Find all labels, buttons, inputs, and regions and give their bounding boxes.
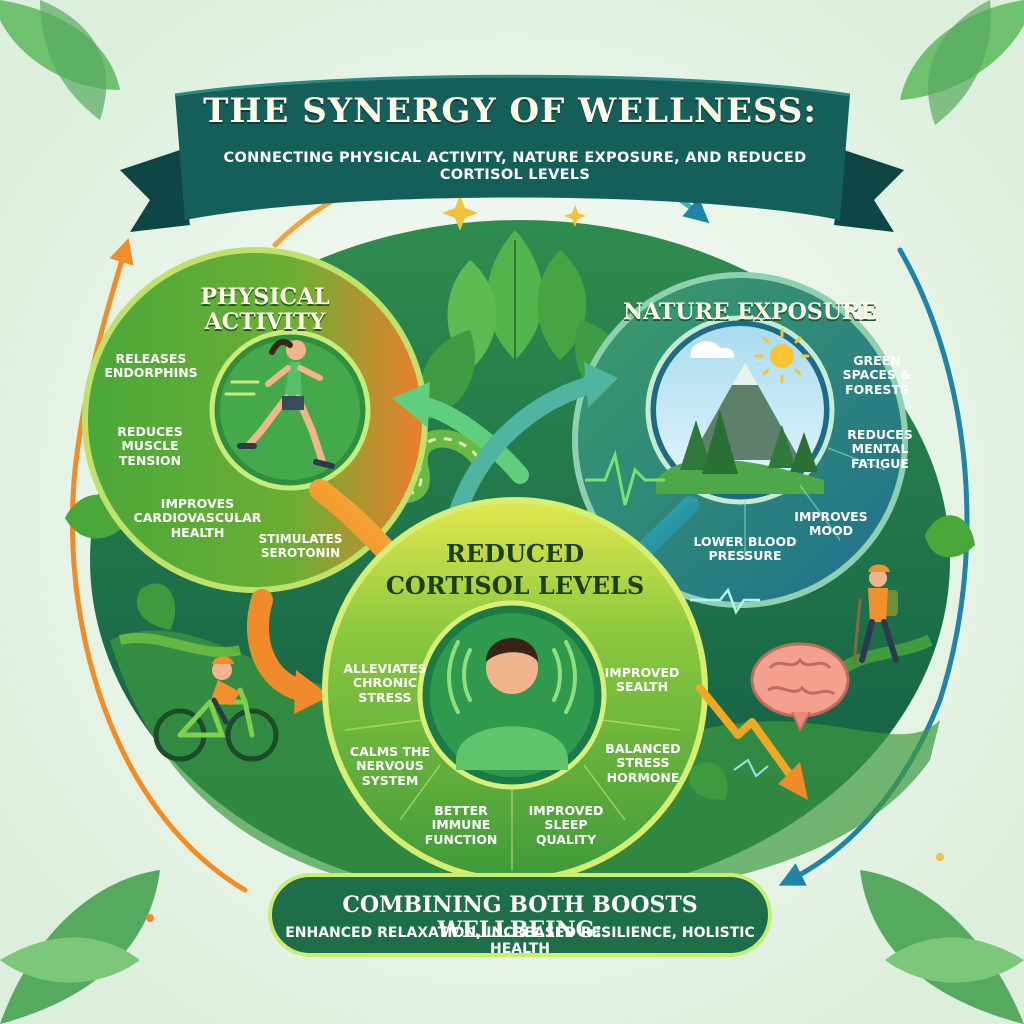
benefit-improved-sleep-quality: IMPROVED SLEEP QUALITY [528,803,604,847]
sparkle-icon [146,195,944,922]
benefit-better-immune-function: BETTER IMMUNE FUNCTION [424,803,498,847]
runner-icon [224,339,335,469]
forest-mountain-icon [656,341,824,494]
person-calm-icon [447,638,577,770]
benefit-green-spaces-forests: GREEN SPACES & FORESTS [842,353,912,397]
page-subtitle: CONNECTING PHYSICAL ACTIVITY, NATURE EXP… [223,150,807,183]
benefit-calms-nervous-system: CALMS THE NERVOUS SYSTEM [349,744,431,788]
benefit-stimulates-serotonin: STIMULATES SEROTONIN [258,532,343,560]
benefit-releases-endorphins: RELEASES ENDORPHINS [104,351,198,381]
sun-icon [754,328,810,384]
footer-tagline: ENHANCED RELAXATION, INCREASED RESILIENC… [285,925,755,958]
benefit-reduces-muscle-tension: REDUCES MUSCLE TENSION [117,424,183,468]
nature-exposure-title: NATURE EXPOSURE [623,299,877,325]
benefit-improved-sealth: IMPROVED SEALTH [604,665,680,695]
cortisol-title-line1: REDUCED [445,539,585,568]
physical-activity-title: PHYSICAL ACTIVITY [200,284,330,336]
benefit-balanced-stress-hormone: BALANCED STRESS HORMONE [605,741,681,785]
cortisol-title-line2: CORTISOL LEVELS [385,571,645,600]
title-ribbon [120,74,904,232]
downward-trend-arrow-icon [696,684,808,800]
benefit-improves-mood: IMPROVES MOOD [794,509,868,539]
brain-icon [750,642,850,733]
benefit-lower-blood-pressure: LOWER BLOOD PRESSURE [693,534,797,564]
hiker-icon [836,564,933,676]
benefit-improves-cardiovascular-health: IMPROVES CARDIOVASCULAR HEALTH [133,496,262,540]
benefit-reduces-mental-fatigue: REDUCES MENTAL FATIGUE [847,427,913,471]
page-title: THE SYNERGY OF WELLNESS: [203,91,817,131]
cyclist-icon [118,632,279,762]
benefit-alleviates-chronic-stress: ALLEVIATES CHRONIC STRESS [343,661,427,705]
footer-banner [268,873,772,957]
connect-arrow-green [392,362,618,529]
footer-headline: COMBINING BOTH BOOSTS WELLBEING: [342,892,698,944]
